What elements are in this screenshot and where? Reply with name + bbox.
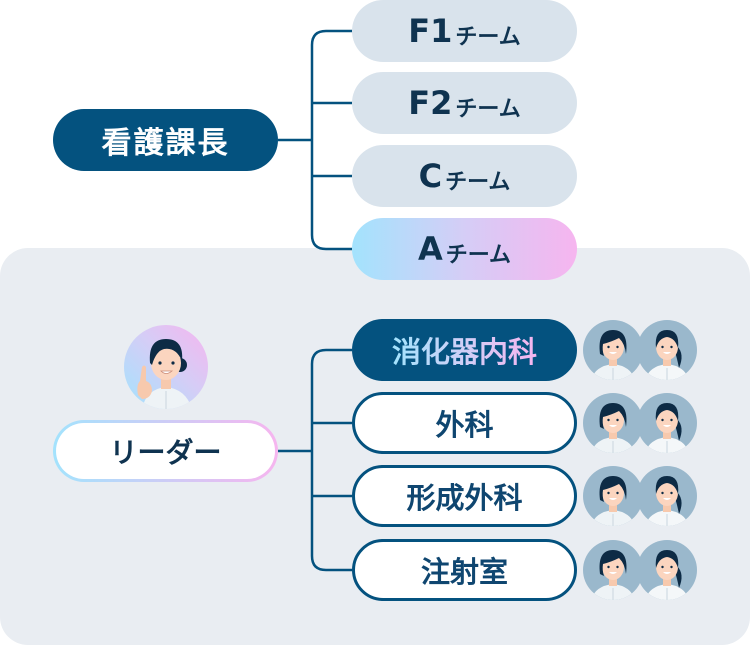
head-nurse-node[interactable]: 看護課長 [53,109,278,171]
nurse-ponytail-icon [637,540,697,600]
dept-label: 形成外科 [406,481,523,515]
nurse-ponytail-icon [637,320,697,380]
connector-team-f1 [310,29,352,251]
nurse-ponytail-icon [637,466,697,526]
team-prefix: F1 [408,12,453,50]
nurse-bob-hair-icon [583,540,643,600]
nurse-bob-hair-icon [583,320,643,380]
connector-dept-first-last [310,348,352,572]
dept-node-plastic-surgery[interactable]: 形成外科 [352,465,577,527]
dept-node-surgery[interactable]: 外科 [352,392,577,454]
leader-node[interactable]: リーダー [53,420,278,482]
team-suffix: チーム [455,97,521,122]
nurse-pointing-icon [124,325,208,409]
team-prefix: F2 [408,84,453,122]
nurse-bob-hair-icon [583,393,643,453]
team-suffix: チーム [455,25,521,50]
dept-node-gastroenterology[interactable]: 消化器内科 [352,319,577,381]
team-prefix: A [417,230,443,268]
head-nurse-label: 看護課長 [101,126,230,161]
dept-label: 外科 [435,408,494,442]
dept-label: 注射室 [420,555,508,589]
team-prefix: C [418,157,443,195]
team-suffix: チーム [445,170,511,195]
dept-label: 消化器内科 [392,329,537,371]
team-suffix: チーム [445,243,512,268]
nurse-bob-hair-icon [583,466,643,526]
leader-label: リーダー [109,436,222,469]
nurse-ponytail-icon [637,393,697,453]
dept-node-injection-room[interactable]: 注射室 [352,539,577,601]
